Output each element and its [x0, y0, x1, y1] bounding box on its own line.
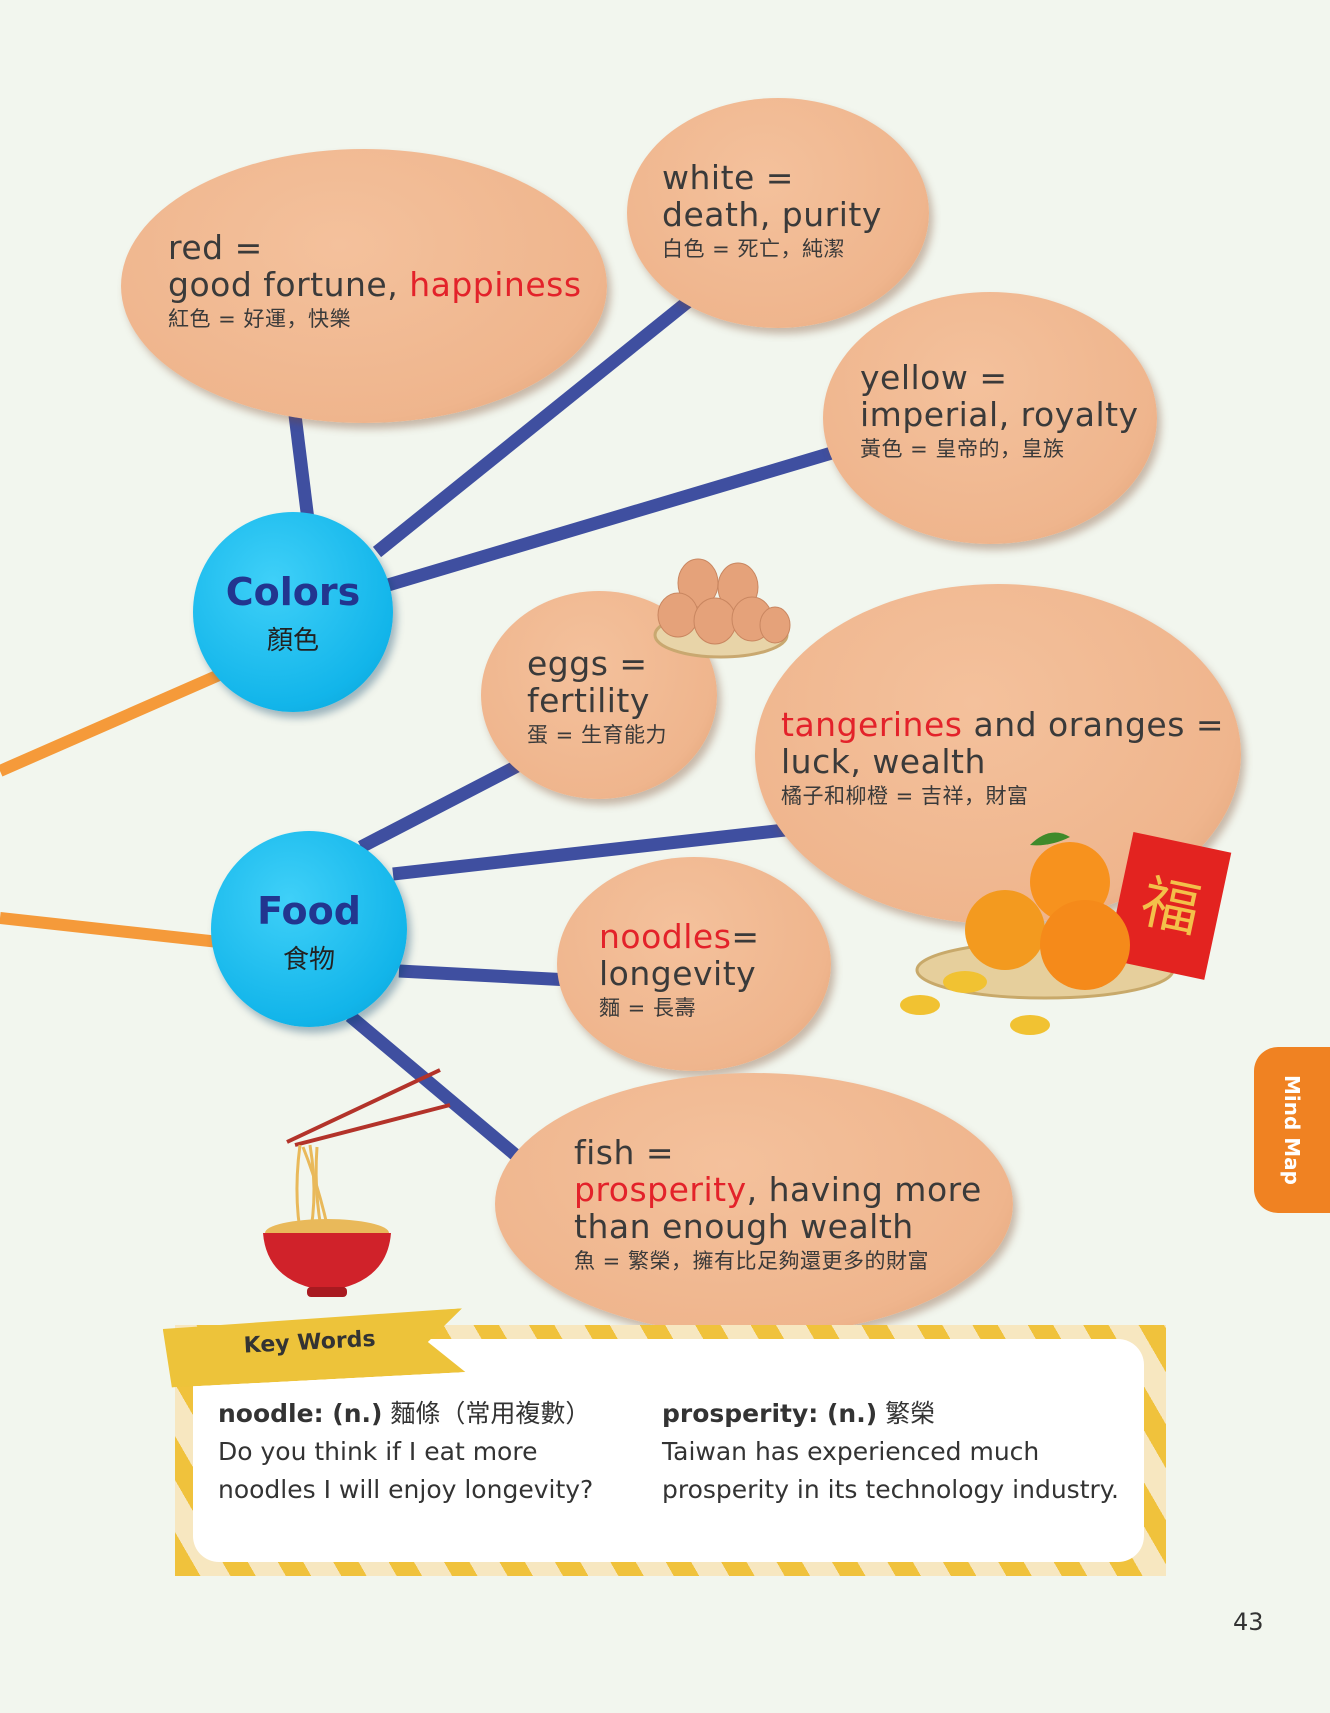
noodle-bowl-image [263, 1068, 451, 1297]
noodles-highlight: noodles [599, 917, 732, 956]
connector-red [288, 414, 315, 521]
tangerines-line2: luck, wealth [781, 742, 986, 781]
white-text: white = death, purity 白色 = 死亡，純潔 [662, 159, 882, 265]
red-line2: good fortune, [168, 265, 410, 304]
hub-colors-label-zh: 顏色 [266, 626, 319, 656]
key-word-term: noodle: (n.) [218, 1399, 383, 1428]
key-word-zh: 麵條（常用複數） [382, 1399, 591, 1428]
hub-food: Food 食物 [211, 831, 407, 1027]
red-highlight: happiness [409, 265, 582, 304]
svg-text:福: 福 [1135, 867, 1206, 946]
key-word-noodle: noodle: (n.) 麵條（常用複數） Do you think if I … [218, 1395, 593, 1509]
hub-colors: Colors 顏色 [193, 512, 393, 712]
hub-colors-label: Colors [225, 570, 361, 614]
connector-noodles [398, 964, 571, 987]
yellow-line2: imperial, royalty [860, 395, 1139, 434]
page-number: 43 [1233, 1608, 1264, 1636]
noodles-zh: 麵 = 長壽 [599, 996, 696, 1020]
tangerines-highlight: tangerines [781, 705, 963, 744]
key-word-example-2: noodles I will enjoy longevity? [218, 1475, 594, 1504]
eggs-line2: fertility [527, 681, 650, 720]
fish-line2: , having more [746, 1170, 982, 1209]
noodles-text: noodles= longevity 麵 = 長壽 [599, 918, 760, 1024]
mind-map-tab-label: Mind Map [1280, 1075, 1304, 1185]
key-word-example-1: Do you think if I eat more [218, 1437, 538, 1466]
connector-tangerines [392, 823, 786, 881]
tangerines-image: 福 [900, 831, 1232, 1035]
white-zh: 白色 = 死亡，純潔 [662, 237, 845, 261]
white-line1: white = [662, 158, 794, 197]
red-zh: 紅色 = 好運，快樂 [168, 307, 351, 331]
yellow-text: yellow = imperial, royalty 黃色 = 皇帝的，皇族 [860, 359, 1139, 465]
noodles-line1: = [731, 917, 760, 956]
yellow-line1: yellow = [860, 358, 1008, 397]
fish-line1: fish = [574, 1133, 675, 1172]
connector-eggs [358, 756, 528, 853]
hub-food-label-zh: 食物 [282, 945, 335, 975]
tangerines-line1: and oranges = [962, 705, 1225, 744]
key-word-prosperity: prosperity: (n.) 繁榮 Taiwan has experienc… [662, 1395, 1119, 1509]
key-word-example-1: Taiwan has experienced much [662, 1437, 1040, 1466]
noodles-line2: longevity [599, 954, 757, 993]
red-line1: red = [168, 228, 263, 267]
key-word-example-2: prosperity in its technology industry. [662, 1475, 1119, 1504]
eggs-text: eggs = fertility 蛋 = 生育能力 [527, 645, 667, 751]
eggs-zh: 蛋 = 生育能力 [527, 723, 667, 747]
bubble-fish [495, 1073, 1013, 1335]
hub-food-label: Food [257, 889, 361, 933]
bubble-noodles [557, 857, 831, 1071]
connector-fish [345, 1011, 530, 1168]
key-word-term: prosperity: (n.) [662, 1399, 878, 1428]
bubble-red [121, 149, 607, 423]
yellow-zh: 黃色 = 皇帝的，皇族 [860, 437, 1065, 461]
bubble-yellow [823, 292, 1157, 544]
mind-map-tab[interactable]: Mind Map [1254, 1047, 1330, 1213]
connector-left-colors [0, 669, 222, 777]
bubble-white [627, 98, 929, 328]
egg-basket-image [653, 558, 791, 659]
red-text: red = good fortune, happiness 紅色 = 好運，快樂 [168, 229, 582, 335]
connector-yellow [386, 445, 837, 592]
fish-line3: than enough wealth [574, 1207, 914, 1246]
fish-highlight: prosperity [574, 1170, 747, 1209]
fish-text: fish = prosperity, having more than enou… [574, 1134, 982, 1277]
key-words-title: Key Words [243, 1326, 377, 1359]
connector-white [372, 294, 695, 558]
key-word-zh: 繁榮 [877, 1399, 936, 1428]
eggs-line1: eggs = [527, 644, 648, 683]
fish-zh: 魚 = 繁榮，擁有比足夠還更多的財富 [574, 1249, 929, 1273]
connector-left-food [0, 912, 220, 948]
tangerines-text: tangerines and oranges = luck, wealth 橘子… [781, 706, 1224, 812]
white-line2: death, purity [662, 195, 882, 234]
tangerines-zh: 橘子和柳橙 = 吉祥，財富 [781, 784, 1029, 808]
